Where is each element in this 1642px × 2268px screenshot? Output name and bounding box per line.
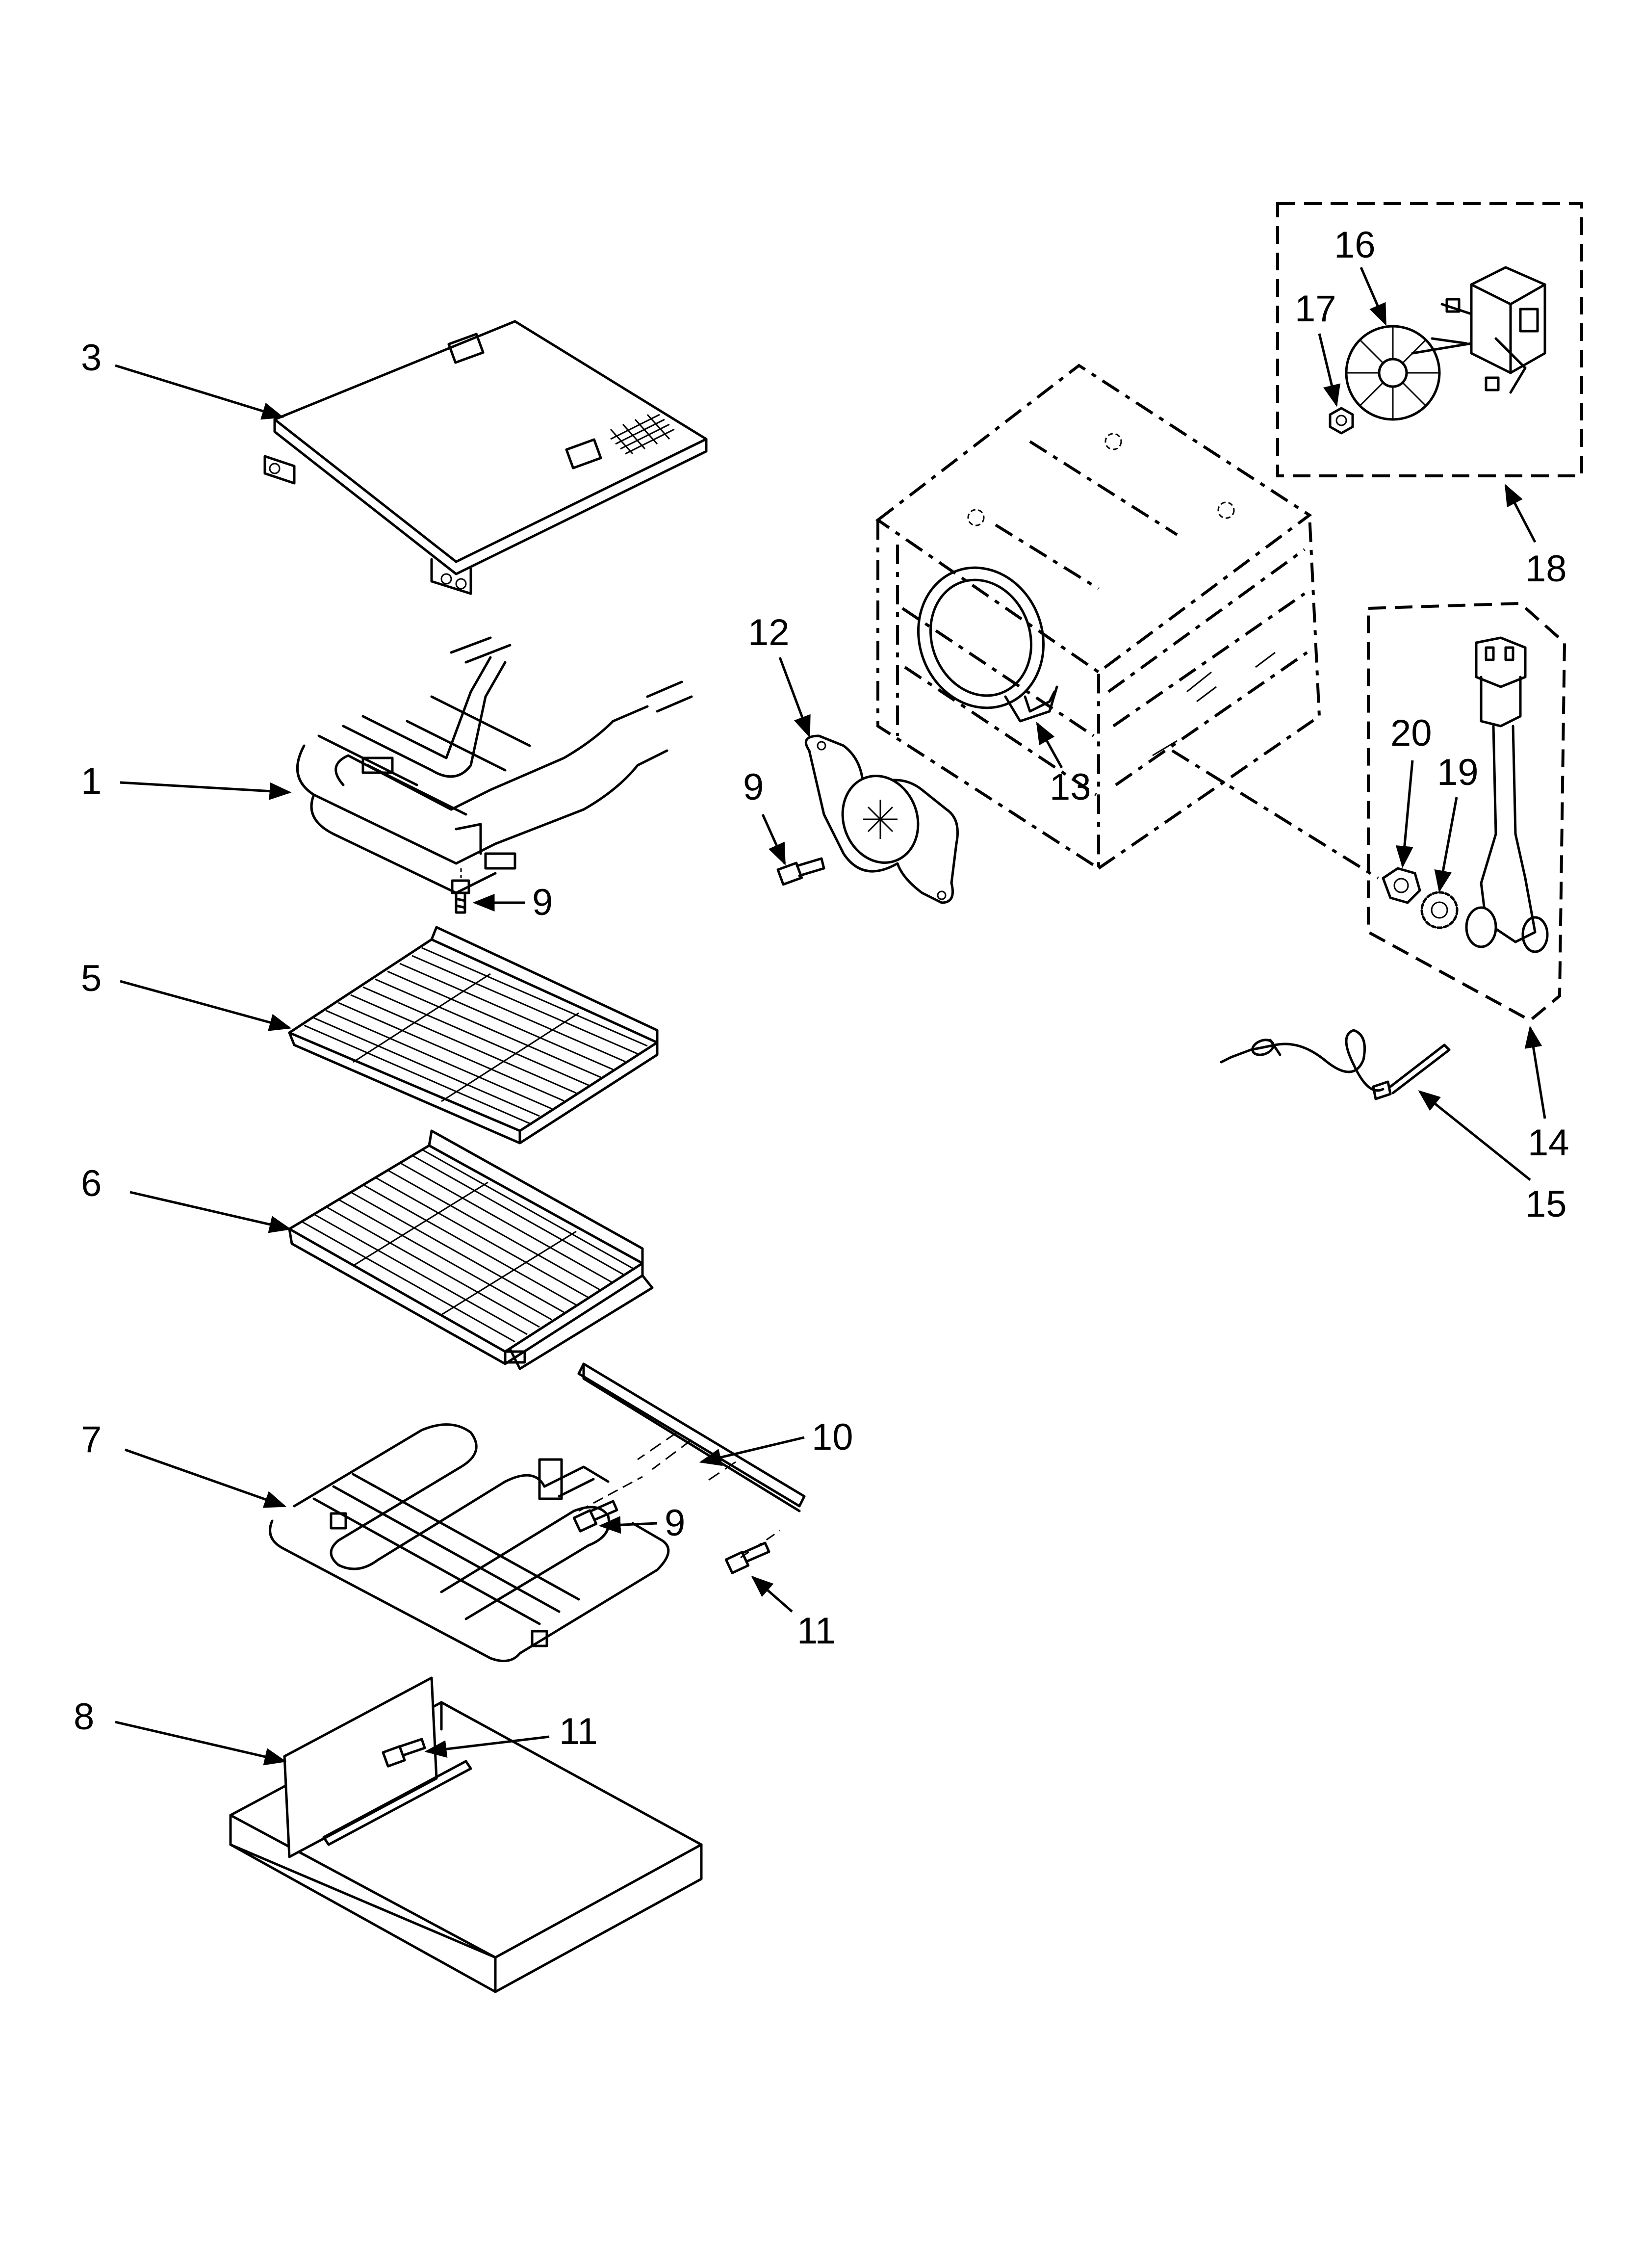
callout-6: 6 xyxy=(81,1163,102,1204)
leader-11-tray xyxy=(424,1735,550,1758)
leader-13 xyxy=(1036,722,1063,769)
oven-cavity-dashed xyxy=(875,364,1321,871)
callout-12: 12 xyxy=(748,612,790,653)
callout-14: 14 xyxy=(1528,1122,1569,1164)
part-17-nut xyxy=(1329,407,1354,435)
callout-9-lower: 9 xyxy=(665,1502,685,1544)
leader-9-fan xyxy=(761,813,786,866)
leader-18 xyxy=(1504,484,1537,543)
part-9-screw-lower xyxy=(572,1476,643,1533)
leader-6 xyxy=(129,1191,292,1233)
leader-19 xyxy=(1434,797,1458,893)
callout-8: 8 xyxy=(74,1696,94,1738)
callout-5: 5 xyxy=(81,958,102,999)
part-9-screw-upper xyxy=(451,868,470,914)
fan-motor xyxy=(1411,266,1546,394)
vent-grid xyxy=(610,414,675,455)
callout-20: 20 xyxy=(1390,712,1432,754)
callout-1: 1 xyxy=(81,760,102,802)
part-12-fan-cover xyxy=(804,734,959,904)
callout-17: 17 xyxy=(1295,288,1336,330)
part-5-oven-rack xyxy=(288,926,659,1145)
group-14-box xyxy=(1367,601,1566,1022)
light-alignment-line xyxy=(1171,749,1379,880)
callout-11-bracket: 11 xyxy=(797,1610,836,1652)
callout-7: 7 xyxy=(81,1419,102,1460)
part-16-fan-blade xyxy=(1345,325,1441,421)
leader-14 xyxy=(1524,1025,1546,1119)
leader-7 xyxy=(125,1448,287,1508)
callout-18: 18 xyxy=(1525,548,1567,590)
leader-10 xyxy=(699,1436,805,1466)
part-6-extension-rack xyxy=(288,1129,654,1370)
part-8-bottom-tray xyxy=(229,1676,703,1993)
light-socket-harness xyxy=(1465,636,1549,953)
leader-20 xyxy=(1395,760,1414,868)
callout-9-fan: 9 xyxy=(743,766,764,808)
leader-9-lower xyxy=(598,1516,658,1534)
callout-15: 15 xyxy=(1525,1183,1567,1225)
leader-3 xyxy=(115,364,284,420)
leader-8 xyxy=(115,1721,287,1766)
part-13-convection-element xyxy=(917,566,1058,723)
part-11-screw-tray xyxy=(382,1738,426,1768)
part-11-screw-bracket xyxy=(724,1530,780,1574)
leader-5 xyxy=(120,980,292,1031)
callout-9-upper: 9 xyxy=(532,882,553,923)
callout-3: 3 xyxy=(81,337,102,379)
leader-16 xyxy=(1360,267,1387,326)
leader-12 xyxy=(778,657,811,738)
callout-16: 16 xyxy=(1334,224,1376,266)
callout-11-tray: 11 xyxy=(559,1711,598,1752)
part-10-element-bracket xyxy=(577,1362,806,1512)
leader-15 xyxy=(1418,1090,1531,1181)
part-1-upper-heating-element xyxy=(296,636,693,894)
part-15-meat-probe xyxy=(1220,1029,1451,1100)
part-9-screw-fan-cover xyxy=(776,857,825,886)
callout-19: 19 xyxy=(1437,752,1479,793)
leader-17 xyxy=(1318,333,1340,407)
part-3-top-cover xyxy=(263,320,708,595)
leader-1 xyxy=(120,781,292,800)
leader-11-bracket xyxy=(751,1576,793,1613)
callout-10: 10 xyxy=(812,1416,853,1458)
group-18-box xyxy=(1276,202,1583,477)
part-7-lower-bake-element xyxy=(269,1423,670,1663)
callout-13: 13 xyxy=(1050,766,1091,808)
part-20-nut xyxy=(1382,867,1421,904)
part-19-lock-washer xyxy=(1420,891,1459,929)
